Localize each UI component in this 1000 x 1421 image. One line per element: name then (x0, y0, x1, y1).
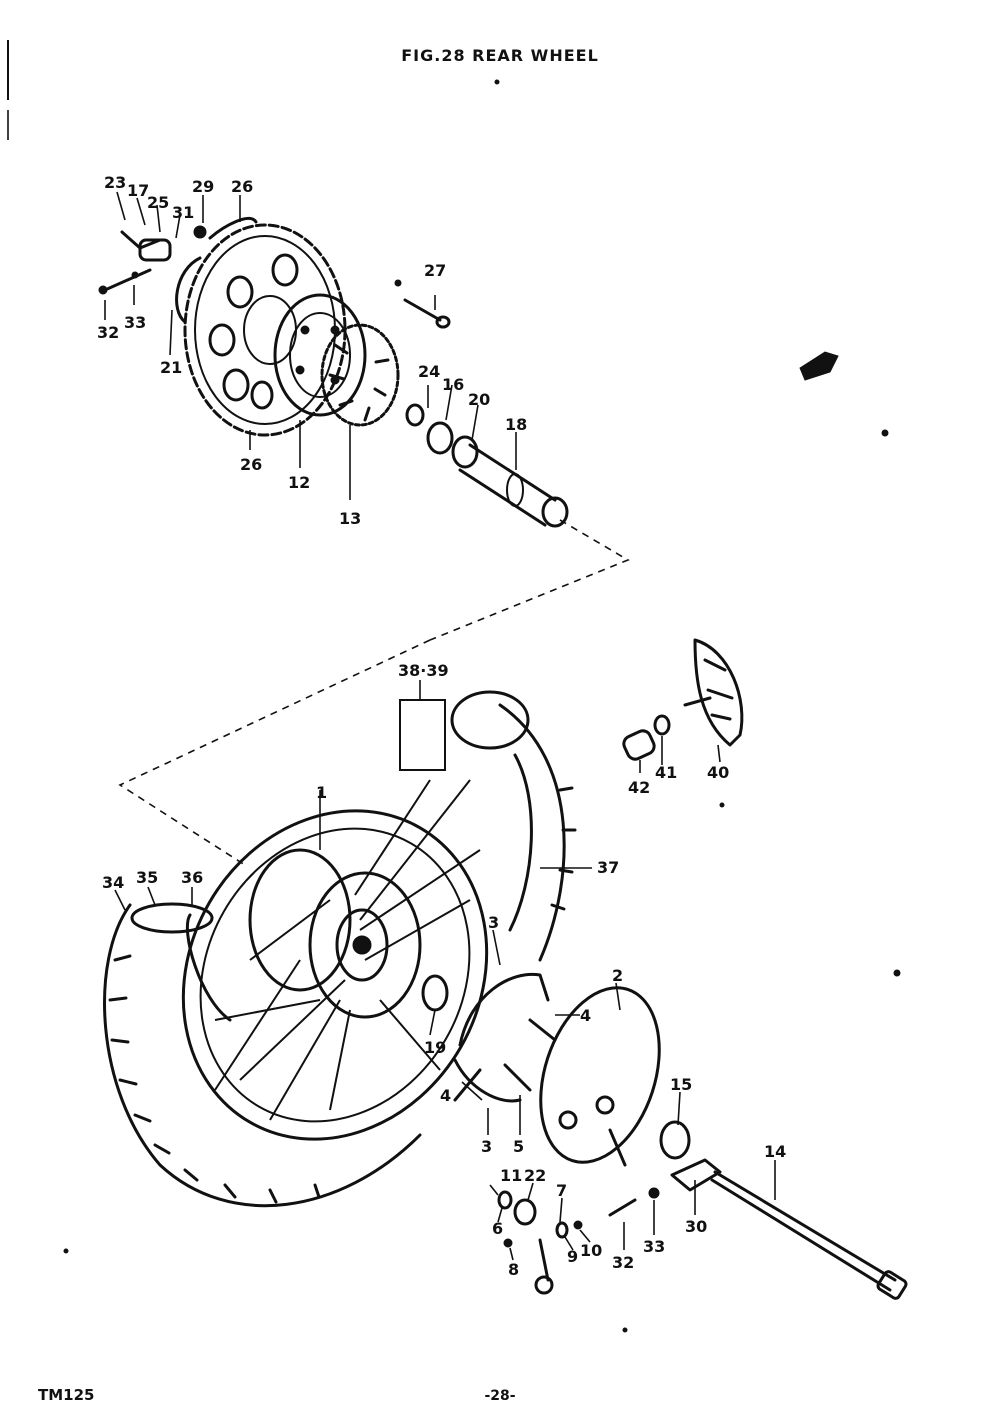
callout-3-lower: 3 (481, 1137, 492, 1156)
callout-26-bottom: 26 (240, 455, 262, 474)
axle-center-line (118, 639, 431, 866)
collar (622, 729, 656, 761)
callout-32-lower: 32 (612, 1253, 634, 1272)
callout-36: 36 (181, 868, 203, 887)
callout-34: 34 (102, 873, 124, 892)
sprocket-drum (273, 293, 367, 417)
callout-33-lower: 33 (643, 1237, 665, 1256)
brake-shoes (453, 972, 557, 1103)
callout-38-39: 38·39 (398, 661, 449, 680)
chain-adjuster (670, 1158, 722, 1192)
bolt (403, 298, 442, 322)
chain-adjuster-upper (98, 216, 258, 295)
wheel-rim (181, 699, 489, 1141)
dot-mark (63, 1248, 69, 1254)
callout-42: 42 (628, 778, 650, 797)
callout-21: 21 (160, 358, 182, 377)
wheel-hub (248, 848, 422, 1019)
figure-title: FIG.28 REAR WHEEL (401, 46, 599, 65)
callout-5: 5 (513, 1137, 524, 1156)
callout-25: 25 (147, 193, 169, 212)
callout-23: 23 (104, 173, 126, 192)
callout-26-top: 26 (231, 177, 253, 196)
adjuster-bolt (608, 1198, 637, 1217)
callout-6: 6 (492, 1219, 503, 1238)
callout-29: 29 (192, 177, 214, 196)
oil-seal (405, 403, 425, 427)
brake-panel-plate (683, 638, 744, 747)
dot-mark (719, 802, 725, 808)
callout-17: 17 (127, 181, 149, 200)
rim-band (130, 902, 214, 934)
callout-22: 22 (524, 1166, 546, 1185)
axle-center-line (429, 519, 630, 641)
callout-37: 37 (597, 858, 619, 877)
brake-panel (539, 986, 661, 1167)
callout-27: 27 (424, 261, 446, 280)
dot-mark (881, 429, 889, 437)
callout-11: 11 (500, 1166, 522, 1185)
callout-3-upper: 3 (488, 913, 499, 932)
washer (648, 1187, 660, 1199)
callout-12: 12 (288, 473, 310, 492)
rear-sprocket (183, 223, 347, 437)
callout-30: 30 (685, 1217, 707, 1236)
brake-cam (503, 1063, 532, 1092)
callout-13: 13 (339, 509, 361, 528)
callout-32-upper: 32 (97, 323, 119, 342)
spacer (458, 443, 569, 528)
callout-4-left: 4 (440, 1086, 451, 1105)
bearing (451, 435, 479, 469)
brake-arm (497, 1190, 583, 1295)
callout-33-upper: 33 (124, 313, 146, 332)
callout-15: 15 (670, 1075, 692, 1094)
callout-20: 20 (468, 390, 490, 409)
callout-35: 35 (136, 868, 158, 887)
washer (653, 714, 671, 736)
direction-arrow-icon (799, 351, 839, 381)
callout-24: 24 (418, 362, 440, 381)
spokes (214, 779, 481, 1121)
leader-lines (104, 191, 776, 1261)
callout-2: 2 (612, 966, 623, 985)
inner-tube (508, 753, 533, 932)
callout-8: 8 (508, 1260, 519, 1279)
callout-10: 10 (580, 1241, 602, 1260)
callout-7: 7 (556, 1181, 567, 1200)
callout-16: 16 (442, 375, 464, 394)
callout-14: 14 (764, 1142, 786, 1161)
callout-31: 31 (172, 203, 194, 222)
rear-tire (103, 703, 577, 1208)
callout-41: 41 (655, 763, 677, 782)
rim-lock (450, 690, 530, 750)
bolt-head (435, 315, 451, 329)
callout-9: 9 (567, 1247, 578, 1266)
dot-mark (394, 279, 402, 287)
callout-4-right: 4 (580, 1006, 591, 1025)
callout-1: 1 (316, 783, 327, 802)
axle-spacer (659, 1120, 691, 1160)
washer (426, 421, 454, 455)
rear-axle (710, 1170, 908, 1300)
dot-mark (622, 1327, 628, 1333)
callout-40: 40 (707, 763, 729, 782)
page-number: -28- (484, 1388, 516, 1404)
hub-bearing (421, 974, 449, 1012)
dot-mark (494, 79, 500, 85)
model-label: TM125 (38, 1386, 95, 1404)
callout-18: 18 (505, 415, 527, 434)
callout-19: 19 (424, 1038, 446, 1057)
circlip (175, 256, 202, 324)
shoe-spring (453, 1068, 482, 1102)
dot-mark (893, 969, 901, 977)
damper-rubbers (320, 323, 400, 427)
